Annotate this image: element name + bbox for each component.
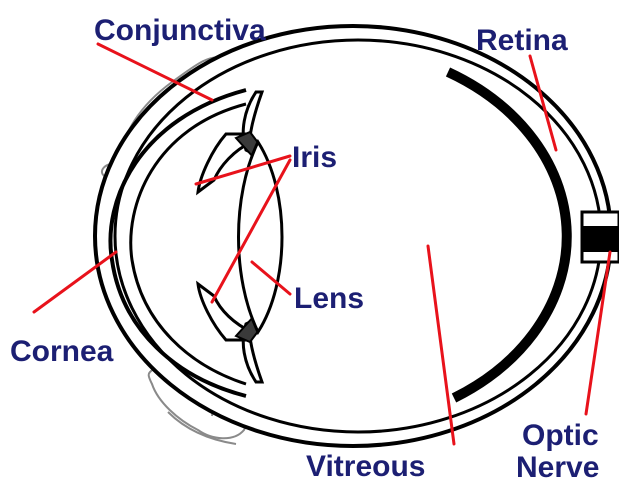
label-conjunctiva: Conjunctiva bbox=[94, 14, 266, 47]
label-vitreous: Vitreous bbox=[306, 450, 426, 479]
label-iris: Iris bbox=[292, 141, 337, 174]
label-lens: Lens bbox=[294, 282, 364, 315]
label-retina: Retina bbox=[476, 24, 568, 57]
label-nerve: Nerve bbox=[516, 451, 599, 479]
optic-nerve-shape bbox=[582, 212, 619, 262]
label-optic: Optic bbox=[522, 419, 599, 452]
label-cornea: Cornea bbox=[10, 335, 114, 368]
eyeball bbox=[95, 26, 611, 446]
